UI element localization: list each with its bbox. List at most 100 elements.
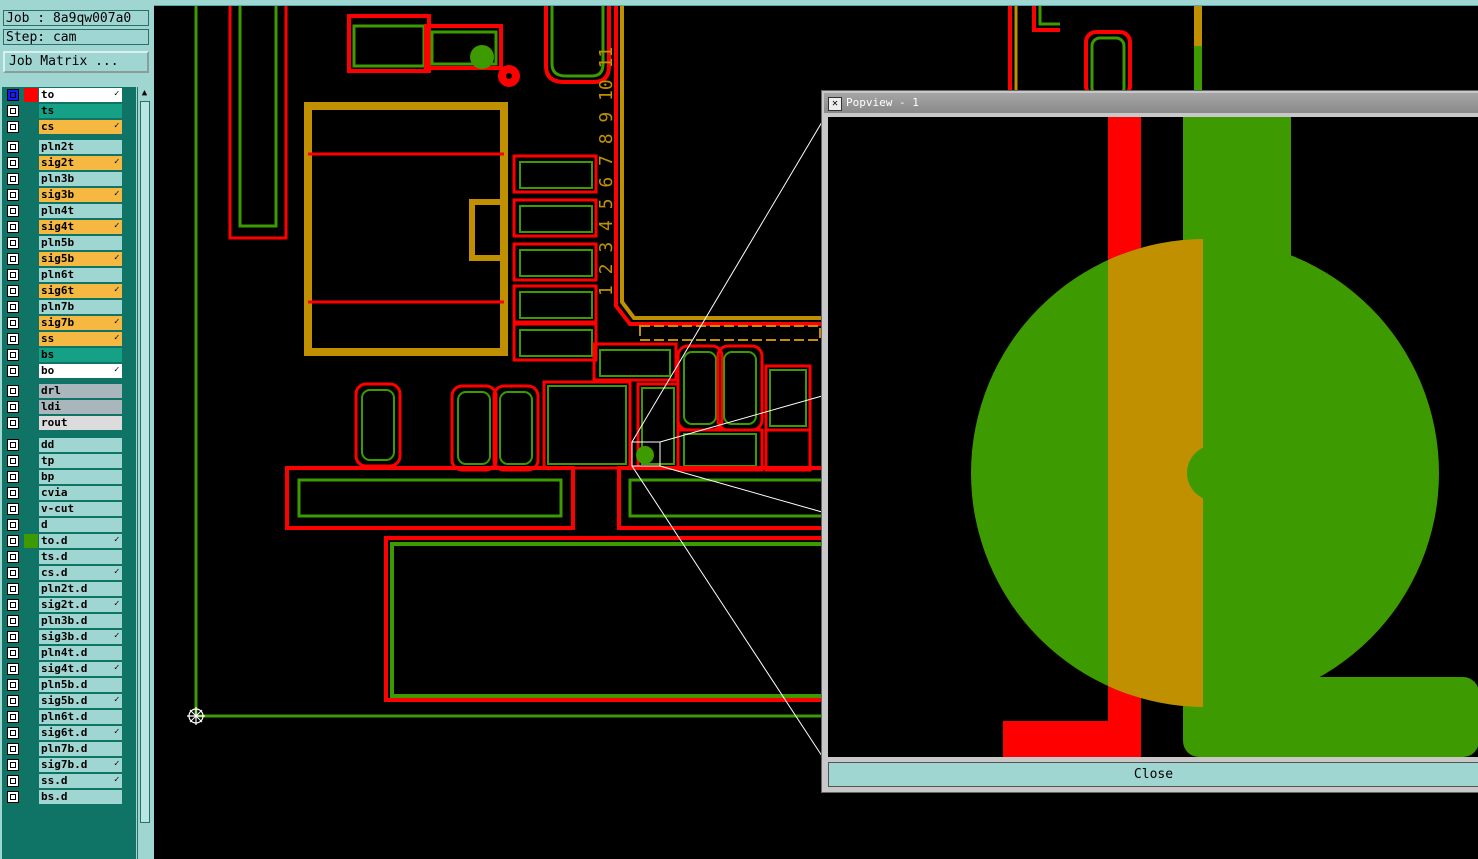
layer-checkbox[interactable] (7, 141, 19, 153)
layer-checkbox[interactable] (7, 385, 19, 397)
layer-row[interactable]: ss✓ (2, 332, 126, 346)
layer-row[interactable]: v-cut (2, 502, 126, 516)
layer-checkbox[interactable] (7, 583, 19, 595)
layer-row[interactable]: to✓ (2, 88, 126, 102)
layer-name[interactable]: cs (39, 120, 122, 134)
job-matrix-button[interactable]: Job Matrix ... (3, 51, 149, 73)
layer-color-swatch[interactable] (24, 502, 38, 516)
layer-checkbox[interactable] (7, 471, 19, 483)
layer-color-swatch[interactable] (24, 758, 38, 772)
layer-row[interactable]: d (2, 518, 126, 532)
layer-row[interactable]: bs.d (2, 790, 126, 804)
popview-canvas[interactable] (828, 117, 1478, 757)
layer-checkbox[interactable] (7, 221, 19, 233)
layer-row[interactable]: tp (2, 454, 126, 468)
layer-checkbox[interactable] (7, 333, 19, 345)
layer-name[interactable]: v-cut (39, 502, 122, 516)
layer-name[interactable]: pln7b.d (39, 742, 122, 756)
layer-checkbox[interactable] (7, 121, 19, 133)
layer-name[interactable]: to.d (39, 534, 122, 548)
layer-color-swatch[interactable] (24, 104, 38, 118)
layer-name[interactable]: ss (39, 332, 122, 346)
layer-checkbox[interactable] (7, 317, 19, 329)
layer-row[interactable]: sig2t✓ (2, 156, 126, 170)
layer-checkbox[interactable] (7, 535, 19, 547)
layer-name[interactable]: bs.d (39, 790, 122, 804)
layer-row[interactable]: bs (2, 348, 126, 362)
scroll-up-icon[interactable]: ▲ (141, 88, 148, 98)
layer-row[interactable]: pln4t (2, 204, 126, 218)
layer-name[interactable]: drl (39, 384, 122, 398)
layer-checkbox[interactable] (7, 417, 19, 429)
layer-color-swatch[interactable] (24, 384, 38, 398)
layer-checkbox[interactable] (7, 269, 19, 281)
layer-checkbox[interactable] (7, 647, 19, 659)
layer-color-swatch[interactable] (24, 486, 38, 500)
layer-checkbox[interactable] (7, 743, 19, 755)
layer-checkbox[interactable] (7, 253, 19, 265)
layer-color-swatch[interactable] (24, 518, 38, 532)
layer-name[interactable]: pln4t (39, 204, 122, 218)
layer-row[interactable]: pln5b.d (2, 678, 126, 692)
layer-color-swatch[interactable] (24, 790, 38, 804)
layer-color-swatch[interactable] (24, 678, 38, 692)
close-button[interactable]: Close (828, 762, 1478, 787)
layer-color-swatch[interactable] (24, 614, 38, 628)
layer-row[interactable]: cvia (2, 486, 126, 500)
layer-row[interactable]: sig6t✓ (2, 284, 126, 298)
layer-checkbox[interactable] (7, 615, 19, 627)
layer-color-swatch[interactable] (24, 646, 38, 660)
layer-color-swatch[interactable] (24, 316, 38, 330)
layer-row[interactable]: pln2t.d (2, 582, 126, 596)
layer-color-swatch[interactable] (24, 662, 38, 676)
layer-scrollbar[interactable]: ▲ (137, 87, 152, 859)
layer-color-swatch[interactable] (24, 438, 38, 452)
layer-color-swatch[interactable] (24, 550, 38, 564)
layer-checkbox[interactable] (7, 775, 19, 787)
layer-name[interactable]: sig5b.d (39, 694, 122, 708)
layer-color-swatch[interactable] (24, 88, 38, 102)
layer-color-swatch[interactable] (24, 582, 38, 596)
layer-checkbox[interactable] (7, 663, 19, 675)
layer-name[interactable]: sig7b.d (39, 758, 122, 772)
layer-row[interactable]: sig5b✓ (2, 252, 126, 266)
layer-row[interactable]: sig4t.d✓ (2, 662, 126, 676)
layer-name[interactable]: pln6t (39, 268, 122, 282)
window-icon[interactable]: ✕ (828, 97, 842, 111)
layer-color-swatch[interactable] (24, 566, 38, 580)
layer-row[interactable]: pln6t (2, 268, 126, 282)
layer-checkbox[interactable] (7, 503, 19, 515)
layer-checkbox[interactable] (7, 679, 19, 691)
layer-checkbox[interactable] (7, 519, 19, 531)
layer-name[interactable]: sig3b (39, 188, 122, 202)
layer-row[interactable]: pln7b.d (2, 742, 126, 756)
layer-checkbox[interactable] (7, 349, 19, 361)
layer-name[interactable]: ts.d (39, 550, 122, 564)
layer-row[interactable]: sig2t.d✓ (2, 598, 126, 612)
layer-color-swatch[interactable] (24, 534, 38, 548)
layer-checkbox[interactable] (7, 173, 19, 185)
layer-row[interactable]: bo✓ (2, 364, 126, 378)
layer-color-swatch[interactable] (24, 156, 38, 170)
layer-name[interactable]: bs (39, 348, 122, 362)
layer-name[interactable]: sig7b (39, 316, 122, 330)
layer-color-swatch[interactable] (24, 710, 38, 724)
layer-checkbox[interactable] (7, 727, 19, 739)
layer-name[interactable]: pln2t (39, 140, 122, 154)
layer-row[interactable]: pln7b (2, 300, 126, 314)
layer-name[interactable]: sig2t.d (39, 598, 122, 612)
layer-row[interactable]: ss.d✓ (2, 774, 126, 788)
layer-row[interactable]: cs✓ (2, 120, 126, 134)
layer-color-swatch[interactable] (24, 400, 38, 414)
layer-name[interactable]: sig6t.d (39, 726, 122, 740)
layer-checkbox[interactable] (7, 439, 19, 451)
layer-name[interactable]: pln5b.d (39, 678, 122, 692)
layer-color-swatch[interactable] (24, 470, 38, 484)
layer-color-swatch[interactable] (24, 188, 38, 202)
layer-row[interactable]: cs.d✓ (2, 566, 126, 580)
layer-name[interactable]: pln3b.d (39, 614, 122, 628)
layer-checkbox[interactable] (7, 157, 19, 169)
scroll-thumb[interactable] (140, 101, 150, 823)
layer-row[interactable]: sig6t.d✓ (2, 726, 126, 740)
layer-checkbox[interactable] (7, 551, 19, 563)
